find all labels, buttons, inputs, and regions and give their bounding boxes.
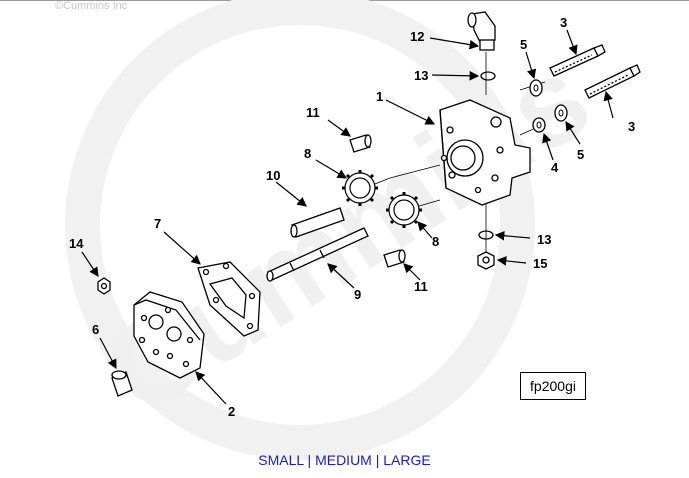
callout-5-upper: 5 <box>520 37 527 52</box>
pump-body-part <box>439 99 531 206</box>
washer-lower-part <box>554 104 568 122</box>
o-ring-upper-part <box>480 71 496 81</box>
callout-3-upper: 3 <box>560 15 567 30</box>
callout-9: 9 <box>354 287 361 302</box>
callout-11-upper: 11 <box>306 105 320 120</box>
callout-11-lower: 11 <box>414 279 428 294</box>
gear-lower-part <box>386 192 422 228</box>
callout-13-upper: 13 <box>414 68 428 83</box>
callout-12: 12 <box>410 29 424 44</box>
large-size-link[interactable]: LARGE <box>383 452 431 468</box>
dowel-pin-upper-part <box>349 134 372 153</box>
figure-id-box: fp200gi <box>520 372 586 400</box>
gear-upper-part <box>342 170 378 206</box>
drive-shaft-part <box>266 227 369 282</box>
capscrew-upper-part <box>549 44 606 77</box>
bushing-part <box>111 370 133 397</box>
gasket-part <box>197 261 261 337</box>
capscrew-lower-part <box>584 64 641 99</box>
callout-labels: 12 13 1 3 3 5 5 4 11 8 10 8 13 15 11 9 7… <box>69 15 635 419</box>
callout-8-lower: 8 <box>432 234 439 249</box>
image-size-links: SMALL | MEDIUM | LARGE <box>0 452 689 468</box>
washer-upper-part <box>529 79 543 97</box>
dowel-pin-lower-part <box>383 249 406 268</box>
callout-1: 1 <box>376 89 383 104</box>
plug-part <box>477 251 495 270</box>
separator: | <box>375 452 380 468</box>
elbow-fitting-part <box>467 11 496 51</box>
callout-14: 14 <box>69 236 84 251</box>
o-ring-lower-part <box>478 230 494 240</box>
lock-washer-part <box>532 117 546 133</box>
callout-3-lower: 3 <box>628 119 635 134</box>
cover-plate-part <box>133 291 205 379</box>
leader-arrows <box>81 29 614 405</box>
callout-2: 2 <box>228 404 235 419</box>
callout-6: 6 <box>92 322 99 337</box>
idler-shaft-part <box>290 207 345 238</box>
callout-15: 15 <box>533 256 547 271</box>
small-size-link[interactable]: SMALL <box>258 452 304 468</box>
callout-8-upper: 8 <box>304 146 311 161</box>
callout-7: 7 <box>154 216 161 231</box>
callout-4: 4 <box>551 160 559 175</box>
separator: | <box>307 452 312 468</box>
callout-10: 10 <box>266 168 280 183</box>
copyright-text: ©Cummins Inc <box>55 0 128 12</box>
callout-13-lower: 13 <box>537 232 551 247</box>
medium-size-link[interactable]: MEDIUM <box>315 452 372 468</box>
callout-5-lower: 5 <box>577 147 584 162</box>
small-plug-part <box>97 277 111 295</box>
